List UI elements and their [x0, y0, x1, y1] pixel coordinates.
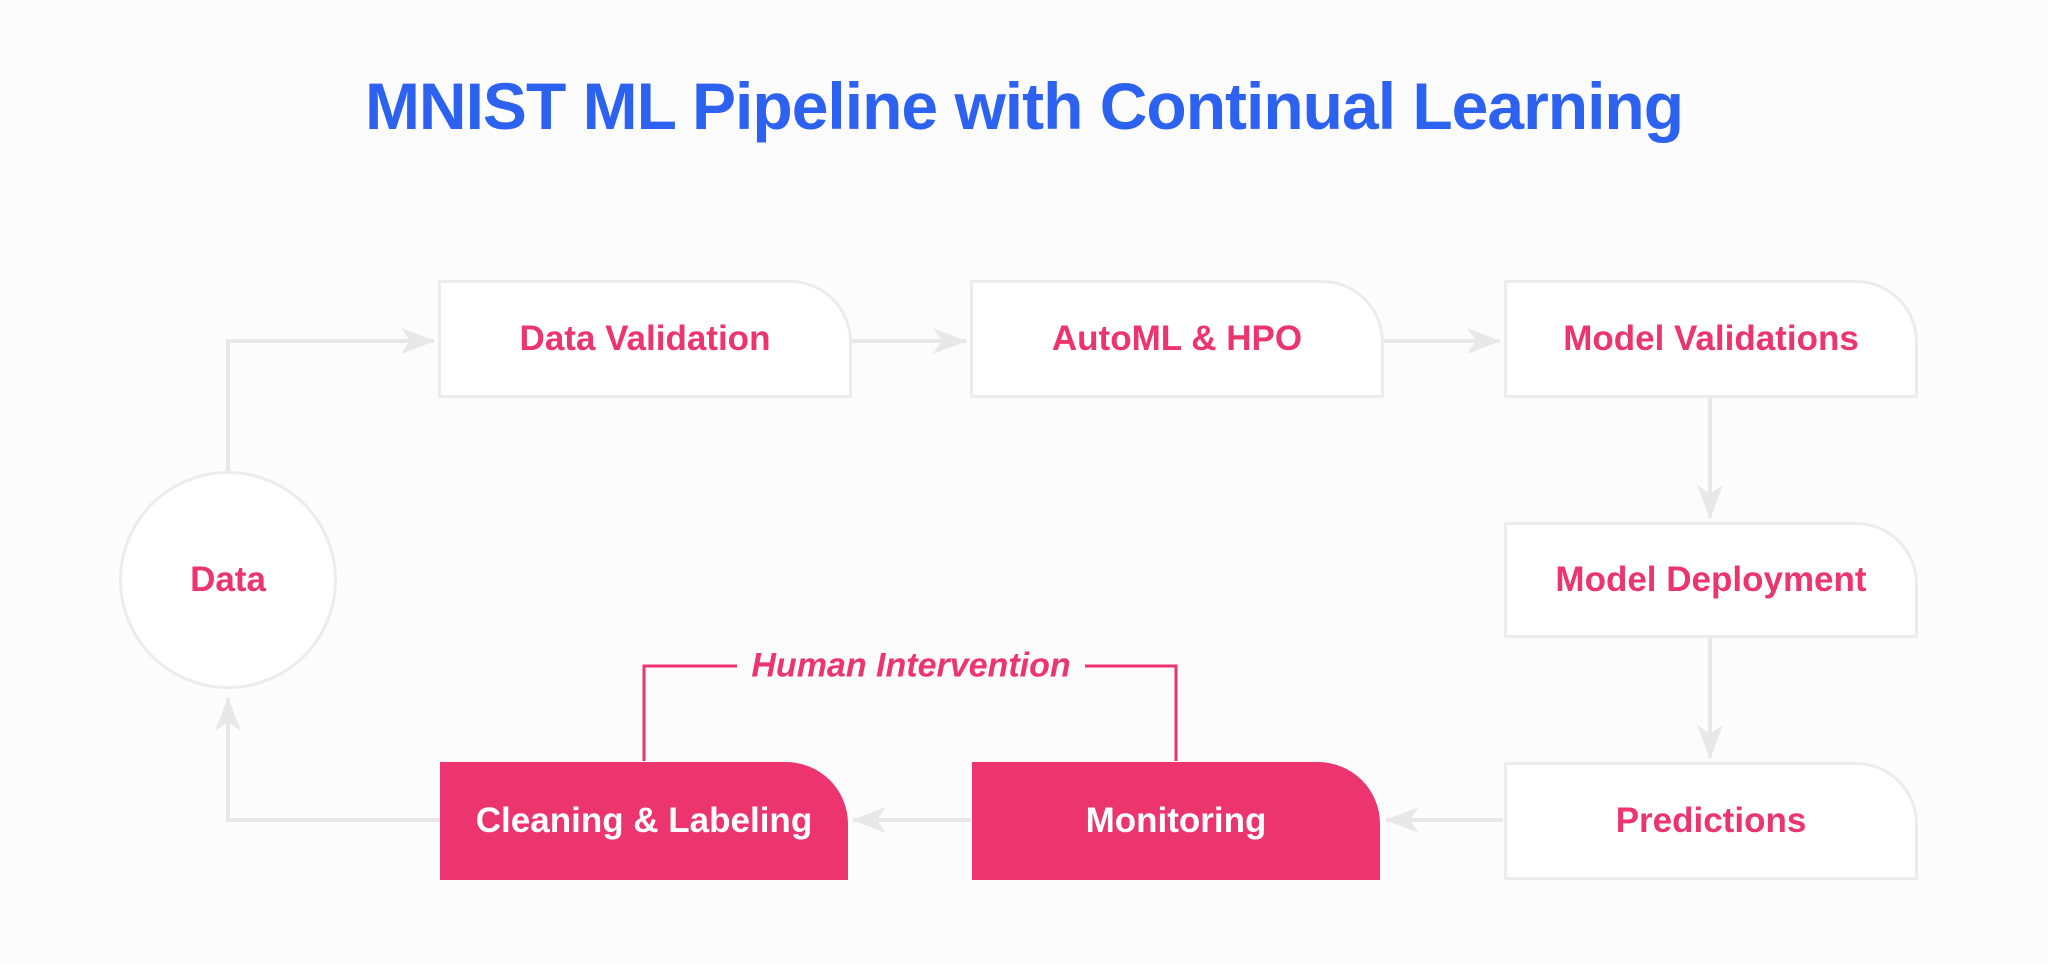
human-intervention-annotation: Human Intervention — [751, 646, 1071, 685]
node-model-validations: Model Validations — [1504, 280, 1918, 398]
node-data: Data — [119, 471, 337, 689]
node-model-validations-label: Model Validations — [1563, 319, 1859, 358]
node-cleaning-labeling: Cleaning & Labeling — [440, 762, 848, 880]
node-predictions: Predictions — [1504, 762, 1918, 880]
edge-data-to-data-validation — [226, 328, 435, 471]
node-cleaning-labeling-label: Cleaning & Labeling — [475, 801, 813, 840]
node-model-deployment: Model Deployment — [1504, 522, 1918, 638]
edge-cleaning-to-data — [215, 697, 440, 822]
node-automl-hpo-label: AutoML & HPO — [1051, 319, 1303, 358]
node-automl-hpo: AutoML & HPO — [970, 280, 1384, 398]
node-model-deployment-label: Model Deployment — [1555, 560, 1867, 599]
annotation-bracket-right — [1085, 664, 1178, 761]
node-data-validation-label: Data Validation — [519, 319, 771, 358]
page-title: MNIST ML Pipeline with Continual Learnin… — [364, 69, 1684, 143]
node-data-validation: Data Validation — [438, 280, 852, 398]
node-monitoring-label: Monitoring — [1085, 801, 1267, 840]
node-monitoring: Monitoring — [972, 762, 1380, 880]
node-data-label: Data — [190, 560, 266, 599]
node-predictions-label: Predictions — [1615, 801, 1807, 840]
annotation-bracket-left — [642, 664, 737, 761]
